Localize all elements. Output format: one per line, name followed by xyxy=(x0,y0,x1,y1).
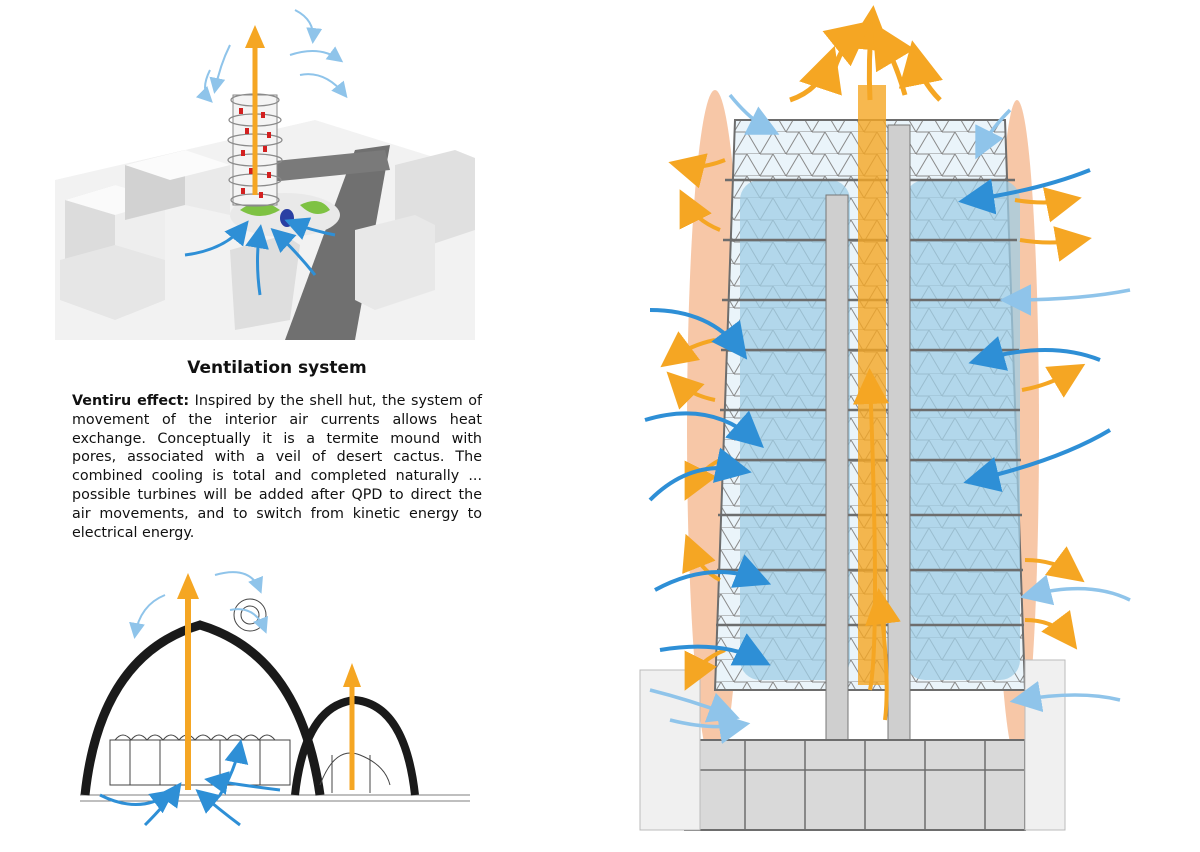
description-text: Inspired by the shell hut, the system of… xyxy=(72,393,482,541)
description-lead: Ventiru effect: xyxy=(72,393,190,409)
urban-massing-illustration xyxy=(55,0,475,340)
shell-hut-sketch xyxy=(70,555,490,845)
section-title: Ventilation system xyxy=(187,358,367,378)
description-block: Ventilation system Ventiru effect: Inspi… xyxy=(72,358,482,542)
description-paragraph: Ventiru effect: Inspired by the shell hu… xyxy=(72,392,482,542)
tower-section-illustration xyxy=(630,0,1200,848)
